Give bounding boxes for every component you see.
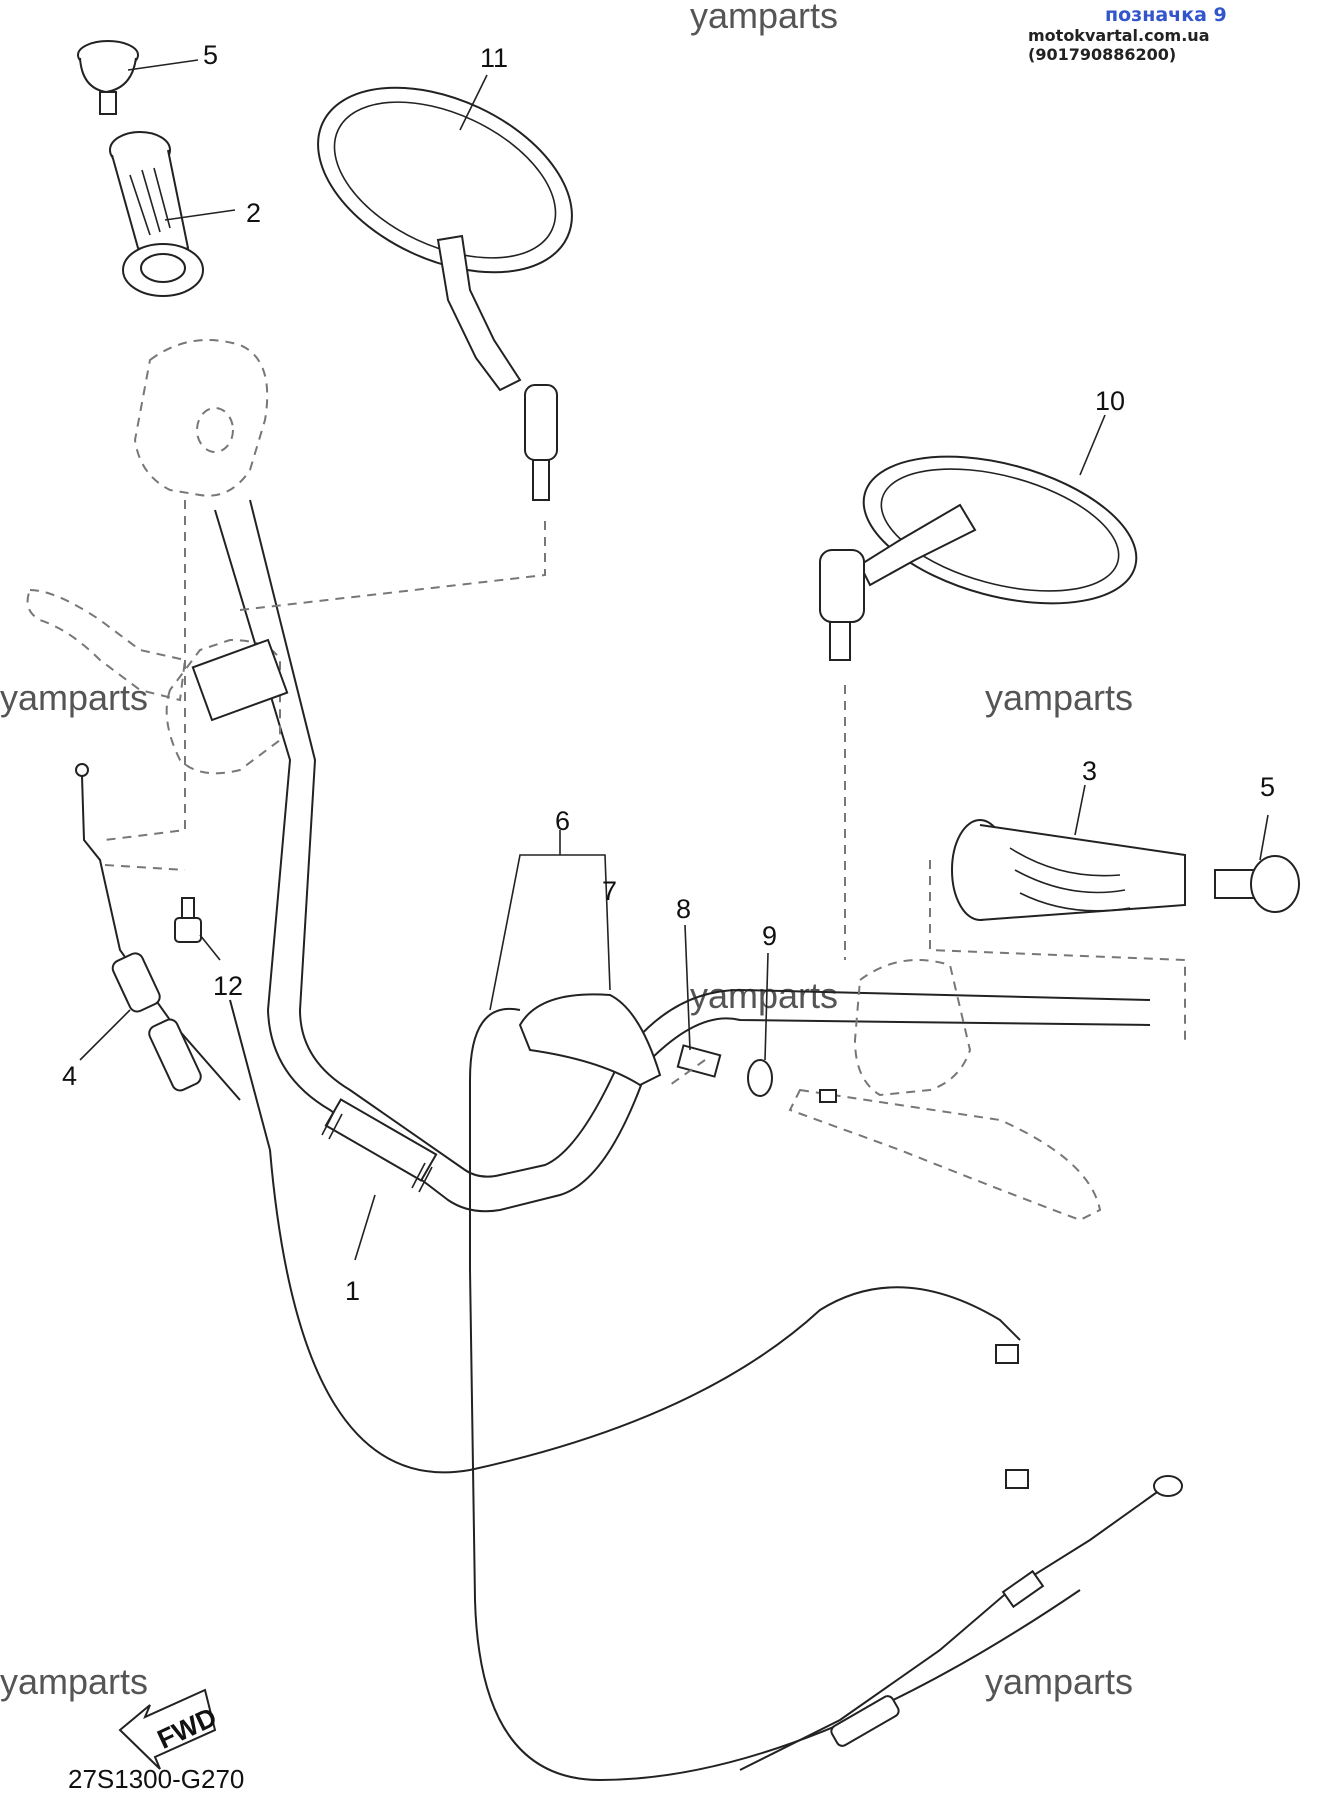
mirror-right [819, 455, 1138, 661]
header-source: motokvartal.com.ua (901790886200) [1028, 26, 1210, 64]
callout-2: 2 [246, 198, 261, 228]
diagram-code: 27S1300-G270 [68, 1764, 244, 1794]
callout-12: 12 [213, 971, 243, 1001]
right-switch-housing [788, 959, 1102, 1222]
callout-labels: 1 2 3 4 5 5 6 7 8 9 10 11 12 [62, 40, 1275, 1306]
clutch-cable [75, 763, 241, 1101]
cable-guide [469, 993, 662, 1087]
watermark-left: yamparts [0, 677, 148, 718]
bolt-12 [174, 897, 202, 943]
bar-end-right [1214, 855, 1300, 913]
watermark-top: yamparts [690, 0, 838, 36]
left-switch-housing [133, 339, 269, 497]
assembly-lines [104, 500, 1186, 1086]
callout-3: 3 [1082, 756, 1097, 786]
callout-8: 8 [676, 894, 691, 924]
left-grip [109, 131, 204, 297]
watermark-right: yamparts [985, 677, 1133, 718]
callout-9: 9 [762, 921, 777, 951]
bottom-cable [739, 1475, 1183, 1771]
callout-11: 11 [480, 43, 508, 73]
header-tag: позначка 9 [1105, 4, 1227, 26]
callout-7: 7 [602, 876, 617, 906]
callout-6: 6 [555, 806, 570, 836]
callout-10: 10 [1095, 386, 1125, 416]
watermark-bottom-left: yamparts [0, 1661, 148, 1702]
callout-1: 1 [345, 1276, 360, 1306]
cable-adjuster [676, 1044, 837, 1103]
callout-5-left: 5 [203, 40, 218, 70]
right-grip [951, 819, 1186, 921]
callout-4: 4 [62, 1061, 77, 1091]
watermark-bottom-right: yamparts [985, 1661, 1133, 1702]
callout-5-right: 5 [1260, 772, 1275, 802]
clutch-lever [26, 588, 289, 775]
watermark-center: yamparts [690, 975, 838, 1016]
leader-lines [79, 59, 1269, 1261]
handlebar [214, 499, 1151, 1213]
bar-end-left [77, 40, 139, 115]
mirror-left [317, 86, 573, 501]
